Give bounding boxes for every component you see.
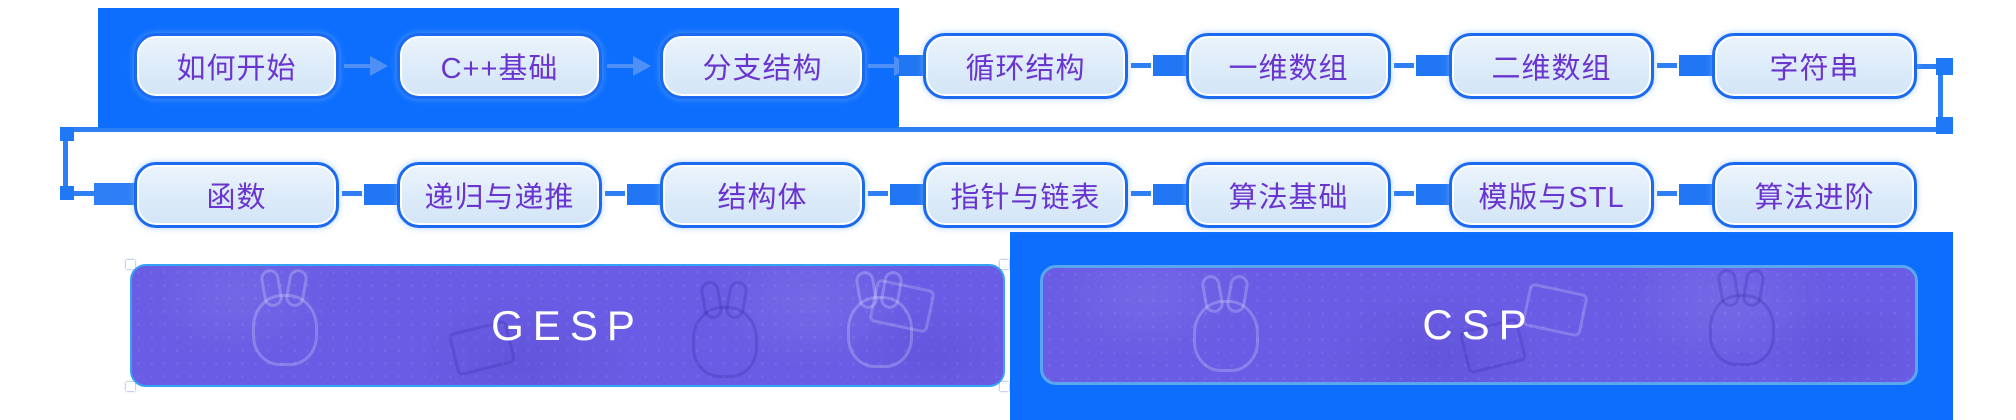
connector-block [627, 184, 660, 205]
connector-line [1131, 63, 1151, 68]
connector-block [1153, 184, 1186, 205]
wrap-connector-vertical-right [1938, 74, 1943, 119]
selection-handle[interactable] [126, 382, 135, 391]
node-label: 分支结构 [702, 53, 823, 85]
wrap-connector-joint [60, 186, 74, 200]
connector-line [868, 191, 888, 196]
node-label: C++基础 [440, 53, 559, 85]
wrap-connector-horizontal-line [63, 127, 1938, 132]
connector-block [1679, 55, 1712, 76]
bunny-doodle-icon [252, 294, 318, 366]
gesp-banner-label: GESP [491, 301, 644, 349]
node-label: 二维数组 [1491, 53, 1612, 85]
node-algorithm-advanced[interactable]: 算法进阶 [1712, 162, 1917, 228]
node-branch-structure[interactable]: 分支结构 [660, 33, 865, 99]
connector-block [1416, 184, 1449, 205]
connector-block [890, 184, 923, 205]
connector-block [364, 184, 397, 205]
connector-block [1153, 55, 1186, 76]
node-label: 递归与递推 [424, 182, 575, 214]
node-label: 模版与STL [1478, 182, 1625, 214]
bunny-doodle-icon [692, 306, 758, 378]
node-label: 循环结构 [965, 53, 1086, 85]
node-functions[interactable]: 函数 [134, 162, 339, 228]
node-cpp-basics[interactable]: C++基础 [397, 33, 602, 99]
node-pointers-linked-list[interactable]: 指针与链表 [923, 162, 1128, 228]
node-label: 算法进阶 [1754, 182, 1875, 214]
node-2d-array[interactable]: 二维数组 [1449, 33, 1654, 99]
connector-block [1416, 55, 1449, 76]
block-doodle-icon [868, 278, 936, 334]
node-1d-array[interactable]: 一维数组 [1186, 33, 1391, 99]
node-templates-stl[interactable]: 模版与STL [1449, 162, 1654, 228]
csp-banner-label: CSP [1422, 301, 1536, 348]
selection-handle[interactable] [1000, 260, 1009, 269]
wrap-connector-entry-block [94, 183, 134, 205]
node-label: 函数 [206, 182, 267, 214]
node-label: 如何开始 [176, 53, 297, 85]
node-label: 一维数组 [1228, 53, 1349, 85]
node-getting-started[interactable]: 如何开始 [134, 33, 339, 99]
wrap-connector-vertical-left [63, 141, 68, 190]
bunny-doodle-icon [847, 296, 913, 368]
csp-banner[interactable]: CSP [1040, 265, 1918, 385]
wrap-connector-joint [1936, 58, 1953, 75]
connector-line [1394, 63, 1414, 68]
connector-block [1679, 184, 1712, 205]
node-algorithm-basics[interactable]: 算法基础 [1186, 162, 1391, 228]
wrap-connector-joint [60, 127, 74, 141]
bunny-doodle-icon [1709, 294, 1775, 366]
connector-line [1394, 191, 1414, 196]
connector-line [1657, 191, 1677, 196]
connector-line [1657, 63, 1677, 68]
wrap-connector-joint [1936, 117, 1953, 134]
connector-line [1131, 191, 1151, 196]
bunny-doodle-icon [1193, 300, 1259, 372]
node-label: 字符串 [1769, 53, 1860, 85]
node-loop-structure[interactable]: 循环结构 [923, 33, 1128, 99]
connector-line [605, 191, 625, 196]
wrap-connector-stub [1917, 64, 1939, 69]
node-label: 结构体 [717, 182, 808, 214]
node-struct[interactable]: 结构体 [660, 162, 865, 228]
selection-handle[interactable] [126, 260, 135, 269]
node-recursion-recurrence[interactable]: 递归与递推 [397, 162, 602, 228]
selection-handle[interactable] [1000, 382, 1009, 391]
wrap-connector-stub [74, 191, 96, 196]
gesp-banner[interactable]: GESP [130, 264, 1005, 387]
node-string[interactable]: 字符串 [1712, 33, 1917, 99]
connector-line [342, 191, 362, 196]
node-label: 算法基础 [1228, 182, 1349, 214]
node-label: 指针与链表 [950, 182, 1101, 214]
